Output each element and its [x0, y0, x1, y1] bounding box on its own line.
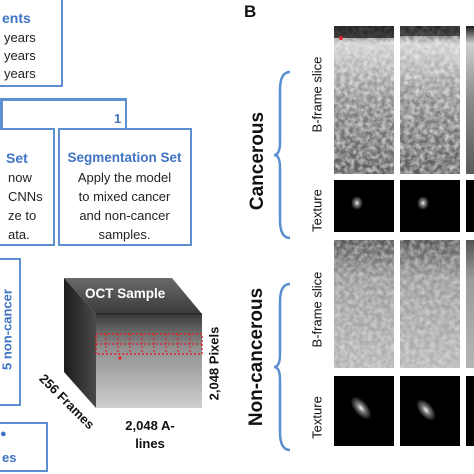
- segmentation-line-2: to mixed cancer: [78, 189, 171, 204]
- patients-heading: ents: [2, 10, 31, 26]
- segmentation-set-heading: Segmentation Set: [67, 150, 182, 165]
- patients-line-2: years: [4, 48, 36, 63]
- non-cancerous-texture-tile-3: [466, 376, 474, 446]
- oct-sample-title: OCT Sample: [85, 286, 166, 301]
- segmentation-line-4: samples.: [98, 227, 151, 242]
- patients-line-1: years: [4, 30, 36, 45]
- segmentation-set-description: Apply the model to mixed cancer and non-…: [60, 168, 189, 244]
- cancerous-bframe-tile-3: [466, 26, 474, 174]
- non-cancerous-bframe-tile-2: [400, 240, 460, 368]
- bottom-box-mark: ●: [0, 428, 7, 440]
- alines-label-1: 2,048 A-: [125, 418, 175, 433]
- cancerous-texture-tile-1: [334, 180, 394, 232]
- non-cancer-box: [0, 258, 21, 406]
- connector-top: [0, 98, 127, 101]
- bottom-box-text: es: [2, 450, 17, 465]
- panel-label-b: B: [244, 2, 257, 21]
- training-line-1: now: [8, 170, 32, 185]
- segmentation-line-3: and non-cancer: [79, 208, 170, 223]
- training-set-heading: Set: [6, 150, 28, 166]
- cube-left-face: [64, 278, 96, 408]
- non-cancerous-texture-tile-1: [334, 376, 394, 446]
- patients-line-3: years: [4, 66, 36, 81]
- connector-top-drop: [124, 98, 127, 128]
- cancerous-texture-tile-2: [400, 180, 460, 232]
- cancerous-bframe-marker: [339, 36, 343, 40]
- connector-left-drop: [0, 98, 3, 128]
- bracket-non-cancerous: [273, 282, 291, 452]
- bottom-box: es: [0, 422, 48, 472]
- cancerous-bframe-tile-1: [334, 26, 394, 174]
- training-line-3: ze to: [8, 208, 37, 223]
- training-line-4: ata.: [8, 227, 30, 242]
- cancerous-texture-tile-3: [466, 180, 474, 232]
- non-cancerous-texture-tile-2: [400, 376, 460, 446]
- dotted-region-marker: [118, 356, 122, 360]
- non-cancerous-bframe-tile-1: [334, 240, 394, 368]
- training-set-box: Set now CNNs ze to ata.: [0, 128, 55, 246]
- cube-front-face: [96, 314, 202, 408]
- cancerous-bframe-tile-2: [400, 26, 460, 174]
- segmentation-set-box: Segmentation Set Apply the model to mixe…: [58, 128, 192, 246]
- alines-label-2: lines: [135, 436, 165, 451]
- segmentation-line-1: Apply the model: [77, 170, 172, 185]
- oct-cube: [64, 278, 202, 408]
- training-line-2: CNNs: [8, 189, 43, 204]
- cube-top-face: [64, 278, 202, 314]
- segmentation-number: 1: [114, 111, 122, 126]
- bracket-cancerous: [273, 70, 291, 240]
- patients-box: ents years years years: [0, 0, 63, 87]
- oct-dotted-region: [95, 333, 203, 360]
- non-cancerous-bframe-tile-3: [466, 240, 474, 368]
